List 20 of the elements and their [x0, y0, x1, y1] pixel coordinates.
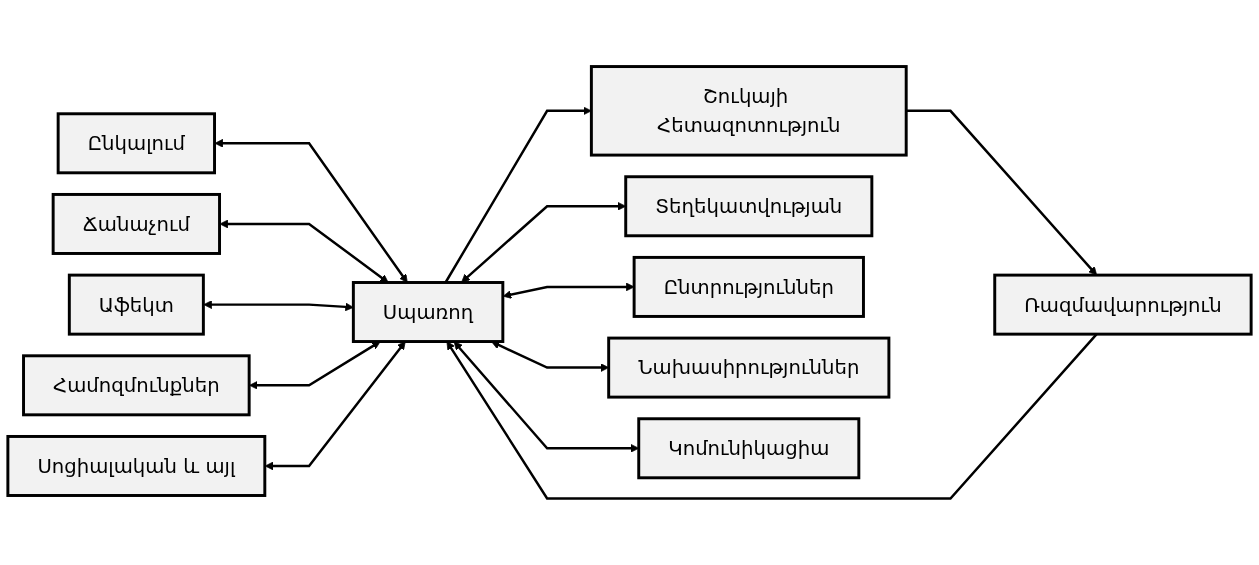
node-box: Ճանաչում	[51, 192, 221, 255]
node-box: Աֆեկտ	[67, 273, 205, 336]
node-box: Համոզմունքներ	[22, 354, 251, 417]
node-box: Սպառող	[351, 281, 505, 343]
node-box: Նախասիրություններ	[607, 336, 891, 399]
node-box: Ընկալում	[56, 112, 216, 175]
node-box: Սոցիալական և այլ	[6, 435, 267, 497]
node-box: Շուկայի Հետազոտություն	[589, 65, 908, 157]
arrow	[203, 300, 354, 312]
arrow	[502, 282, 635, 299]
node-box: Ընտրություններ	[632, 255, 865, 318]
arrow	[264, 341, 406, 471]
arrow	[214, 138, 408, 283]
arrow	[446, 333, 1098, 500]
node-box: Ռազմավարություն	[993, 273, 1253, 336]
arrow	[219, 219, 389, 283]
arrow	[249, 341, 381, 390]
node-box: Տեղեկատվության	[624, 175, 874, 238]
arrow	[906, 109, 1098, 276]
node-box: Կոմունիկացիա	[637, 417, 861, 480]
